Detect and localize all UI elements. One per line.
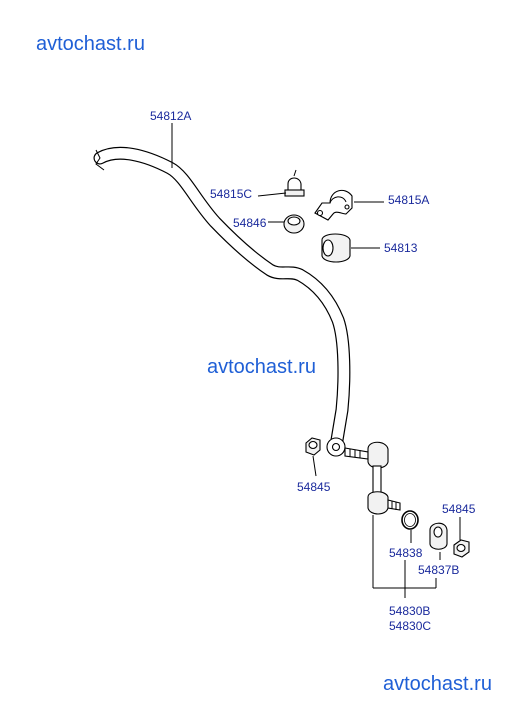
stabilizer-link-part: [344, 441, 401, 515]
label-54830c: 54830C: [389, 619, 431, 633]
label-54813: 54813: [384, 241, 418, 255]
watermark-center: avtochast.ru: [207, 356, 316, 378]
ring-part: [401, 510, 419, 530]
label-54830b: 54830B: [389, 604, 430, 618]
leader-lines: [171, 123, 461, 598]
label-54815c: 54815C: [210, 187, 252, 201]
bushing-part: [321, 233, 351, 263]
label-54838: 54838: [389, 546, 423, 560]
watermark-top: avtochast.ru: [36, 33, 145, 55]
stabilizer-bar-drawing: [93, 146, 351, 457]
nut-upper-part: [305, 437, 321, 456]
clamp-part: [284, 169, 305, 197]
label-54845-lower: 54845: [442, 502, 476, 516]
bushing-small-part: [283, 214, 305, 234]
label-54845-upper: 54845: [297, 480, 331, 494]
label-54837b: 54837B: [418, 563, 459, 577]
watermark-bottom: avtochast.ru: [383, 673, 492, 695]
part-labels: 54812A 54815C 54846 54815A 54813 54845 5…: [150, 109, 476, 633]
cap-part: [429, 522, 448, 550]
label-54812a: 54812A: [150, 109, 191, 123]
label-54815a: 54815A: [388, 193, 429, 207]
label-54846: 54846: [233, 216, 267, 230]
bracket-part: [314, 189, 353, 221]
nut-lower-part: [453, 539, 470, 558]
